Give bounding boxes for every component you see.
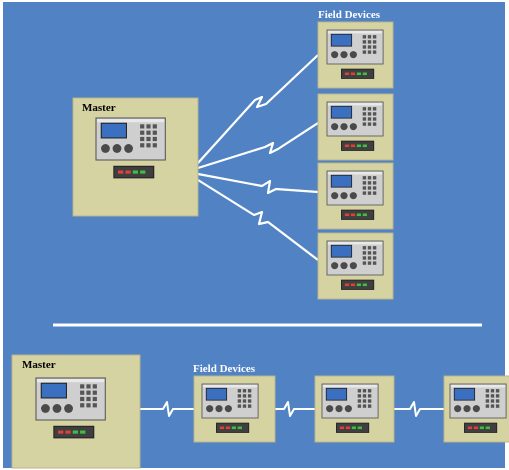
field-devices-label-bottom: Field Devices (193, 363, 256, 375)
field-device-top-3 (317, 162, 394, 230)
field-device-top-2 (317, 93, 394, 161)
field-device-bottom-1 (193, 375, 276, 443)
link-to-field-device-2 (196, 121, 320, 170)
chain-link-3 (394, 401, 444, 417)
field-device-bottom-3 (443, 375, 509, 443)
chain-links (140, 401, 444, 417)
field-devices-label-top: Field Devices (318, 9, 381, 21)
master-label-bottom: Master (22, 359, 56, 371)
field-device-top-4 (317, 232, 394, 300)
chain-link-2 (275, 401, 315, 417)
master-label-top: Master (82, 102, 116, 114)
wireless-links (196, 53, 320, 262)
field-device-top-1 (317, 21, 394, 89)
link-to-field-device-4 (196, 178, 320, 262)
master-device-top: Master (72, 97, 199, 217)
master-device-bottom: Master (11, 354, 141, 469)
link-to-field-device-3 (196, 172, 320, 195)
field-device-bottom-2 (314, 375, 395, 443)
chain-link-1 (140, 401, 194, 417)
link-to-field-device-1 (196, 53, 320, 165)
